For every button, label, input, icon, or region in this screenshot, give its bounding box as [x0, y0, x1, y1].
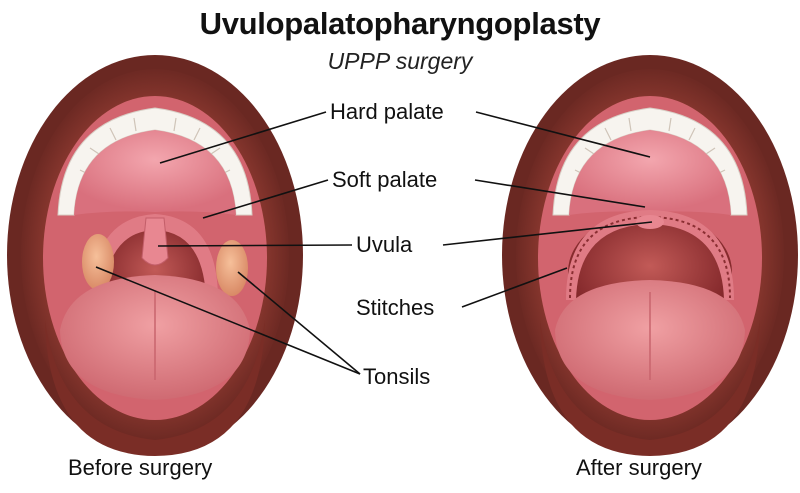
left-tonsil-left: [82, 234, 114, 290]
left-hard-palate: [74, 130, 236, 215]
page-title: Uvulopalatopharyngoplasty: [199, 6, 601, 41]
right-soft-palate: [566, 210, 734, 300]
uvula-line-left: [157, 244, 353, 247]
hard-palate-line-left: [159, 111, 327, 164]
uvula-line-right: [442, 221, 653, 246]
label-stitches: Stitches: [356, 295, 435, 320]
left-tonsil-right: [216, 240, 248, 296]
page-subtitle: UPPP surgery: [327, 48, 473, 74]
caption-before: Before surgery: [68, 455, 213, 480]
soft-palate-line-left: [202, 179, 329, 219]
after-mouth: [502, 55, 798, 456]
label-hard-palate: Hard palate: [330, 99, 444, 124]
label-soft-palate: Soft palate: [332, 167, 438, 192]
stitch-line: [569, 215, 731, 299]
soft-palate-line-right: [474, 179, 646, 208]
hard-palate-line-right: [475, 111, 651, 158]
before-mouth: [7, 55, 303, 456]
right-hard-palate: [569, 130, 731, 215]
left-uvula: [141, 217, 169, 266]
tonsils-line-right: [237, 271, 361, 375]
tonsils-line-left: [95, 266, 361, 375]
label-tonsils: Tonsils: [363, 364, 431, 389]
label-uvula: Uvula: [356, 232, 413, 257]
left-soft-palate: [92, 214, 218, 300]
caption-after: After surgery: [576, 455, 702, 480]
leader-lines: [95, 111, 653, 375]
stitches-line: [461, 267, 568, 308]
